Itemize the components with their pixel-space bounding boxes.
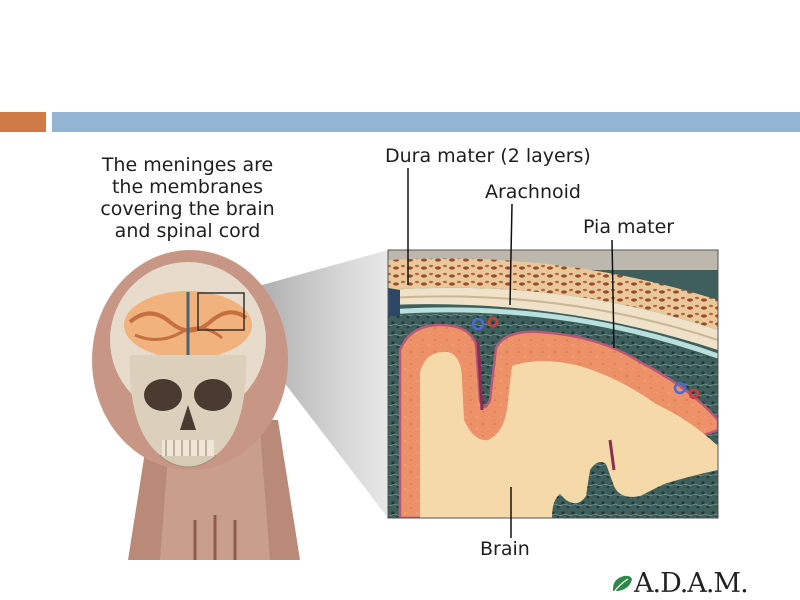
pia-mater-label: Pia mater (583, 216, 675, 238)
brain-white-matter (420, 351, 718, 518)
title-bar (52, 112, 800, 132)
diagram-caption: The meninges are the membranes covering … (60, 154, 315, 242)
adam-logo: A.D.A.M. (610, 568, 749, 599)
pia-leader-line (611, 239, 615, 349)
skull-layer (388, 258, 718, 330)
vessel-artery (487, 316, 499, 328)
zoom-inset-box (197, 292, 245, 331)
dura-mater-label: Dura mater (2 layers) (385, 145, 591, 167)
caption-line: covering the brain (100, 198, 275, 220)
arachnoid-leader-line (509, 203, 513, 306)
vessel-artery (688, 388, 700, 400)
vessel-vein (471, 317, 485, 331)
caption-line: and spinal cord (114, 220, 261, 242)
head-illustration (92, 250, 300, 560)
vessel-vein (673, 381, 687, 395)
dura-mater-layer (388, 287, 718, 350)
title-bar-accent (0, 112, 46, 132)
arachnoid-membrane (388, 307, 718, 359)
caption-line: the membranes (111, 176, 264, 198)
leaf-icon (612, 575, 632, 592)
cross-section-panel (388, 250, 718, 518)
adam-logo-text: A.D.A.M. (634, 568, 749, 599)
brain-label: Brain (480, 538, 530, 560)
arachnoid-label: Arachnoid (485, 181, 581, 203)
caption-line: The meninges are (101, 154, 274, 176)
